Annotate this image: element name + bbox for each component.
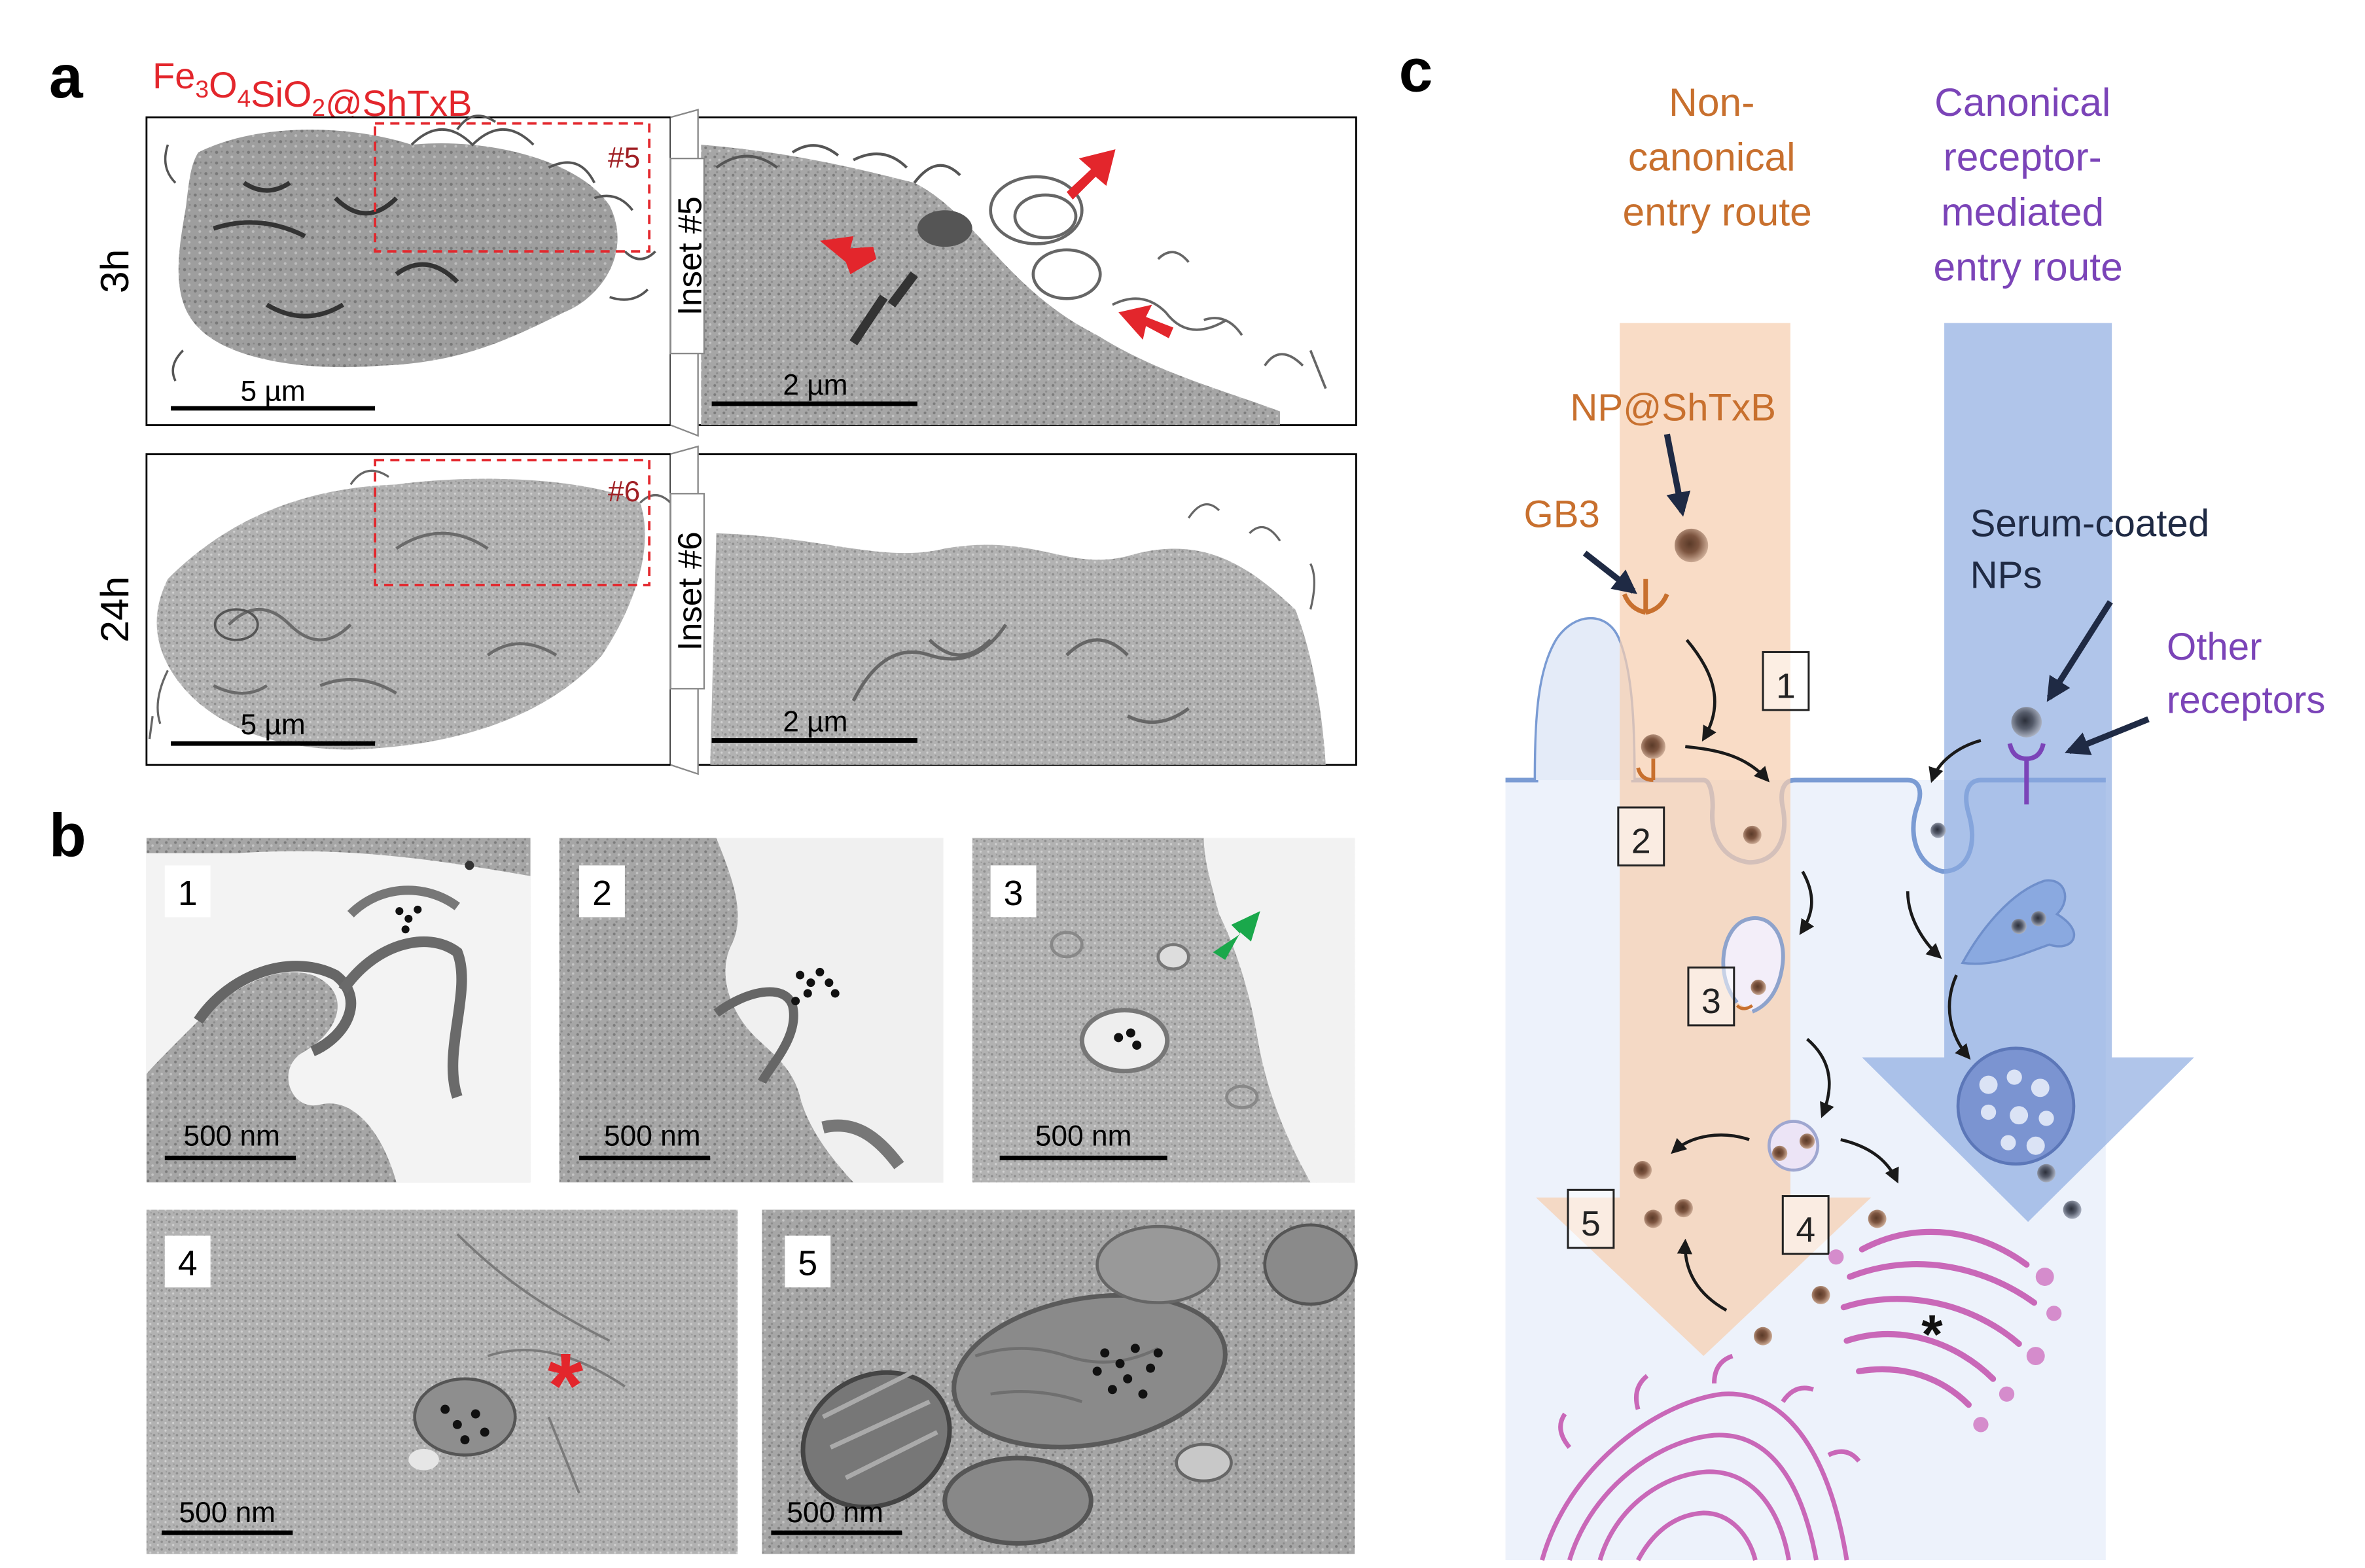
endosome [1956,1046,2076,1166]
other-receptor [2007,743,2046,805]
scale-label-b2: 500 nm [604,1120,701,1152]
row-label-3h: 3h [92,249,137,293]
panel-a-title: Fe3O4SiO2@ShTxB [152,55,472,124]
svg-text:3: 3 [1701,982,1721,1021]
scale-label-b4: 500 nm [179,1497,276,1529]
scale-label-b1: 500 nm [183,1120,280,1152]
inset-tag-6: #6 [608,476,640,508]
svg-text:1: 1 [1776,667,1796,705]
tem-inset-3h: 2 µm [694,116,1357,426]
step-1: 1 [1762,650,1810,711]
label-np-shtxb: NP@ShTxB [1570,387,1776,429]
panel-c: c Non- canonical entry route Canonical r… [1399,37,2326,1561]
svg-text:4: 4 [1796,1211,1815,1249]
red-arrow [819,236,877,275]
panel-b: b 1 500 nm 2 500 nm [49,801,1358,1554]
tem-cell-24h: #6 5 µm [145,453,672,766]
step-3: 3 [1687,966,1735,1027]
tem-image-2: 2 500 nm [559,838,944,1183]
scale-label-cell-24h: 5 µm [240,709,305,741]
inset-connector-6: Inset #6 [669,445,708,775]
inset-label-5: Inset #5 [671,196,708,315]
inset-tag-5: #5 [608,142,640,174]
np-shtxb [1674,528,1709,563]
label-serum-coated-nps: Serum-coated NPs [1970,503,2220,597]
inset-label-6: Inset #6 [671,531,708,650]
step-4: 4 [1781,1195,1830,1255]
panel-c-letter: c [1399,37,1433,105]
np-shtxb [1641,734,1666,759]
step-2: 2 [1617,806,1665,866]
scale-label-inset-3h: 2 µm [783,369,847,401]
label-other-receptors: Other receptors [2167,626,2326,721]
image-number-1: 1 [178,874,198,913]
svg-text:2: 2 [1631,823,1651,861]
red-asterisk: * [548,1334,584,1436]
tem-inset-24h: 2 µm [694,453,1357,766]
golgi-asterisk: * [1921,1303,1943,1364]
step-5: 5 [1567,1188,1615,1249]
canonical-route-title: Canonical receptor- mediated entry route [1933,80,2122,289]
green-arrow [1213,911,1260,960]
tem-image-4: * 4 500 nm [146,1209,738,1554]
scale-label-b3: 500 nm [1035,1120,1132,1152]
inset-connector-5: Inset #5 [669,109,708,437]
image-number-3: 3 [1004,874,1023,913]
golgi-apparatus [1840,1228,2038,1408]
image-number-4: 4 [178,1245,198,1283]
scale-label-inset-24h: 2 µm [783,706,847,738]
tem-image-3: 3 500 nm [972,838,1355,1183]
label-gb3: GB3 [1523,493,1599,536]
image-number-5: 5 [798,1245,817,1283]
panel-a: a Fe3O4SiO2@ShTxB 3h 24h #5 5 µm [49,43,1357,775]
tem-image-5: 5 500 nm [762,1209,1358,1554]
red-arrow [1067,149,1116,200]
row-label-24h: 24h [92,577,137,643]
noncanonical-route-title: Non- canonical entry route [1623,80,1812,234]
red-arrow [1118,304,1174,340]
np-serum [2011,707,2042,738]
endoplasmic-reticulum [1540,1353,1861,1561]
scale-label-b5: 500 nm [787,1497,883,1529]
panel-b-letter: b [49,801,86,869]
gb3-receptor [1622,579,1669,615]
tem-cell-3h: #5 5 µm [145,115,672,426]
scale-label-cell-3h: 5 µm [240,375,305,407]
tem-image-1: 1 500 nm [146,838,531,1183]
svg-text:5: 5 [1581,1205,1601,1243]
panel-a-letter: a [49,43,84,111]
image-number-2: 2 [592,874,612,913]
